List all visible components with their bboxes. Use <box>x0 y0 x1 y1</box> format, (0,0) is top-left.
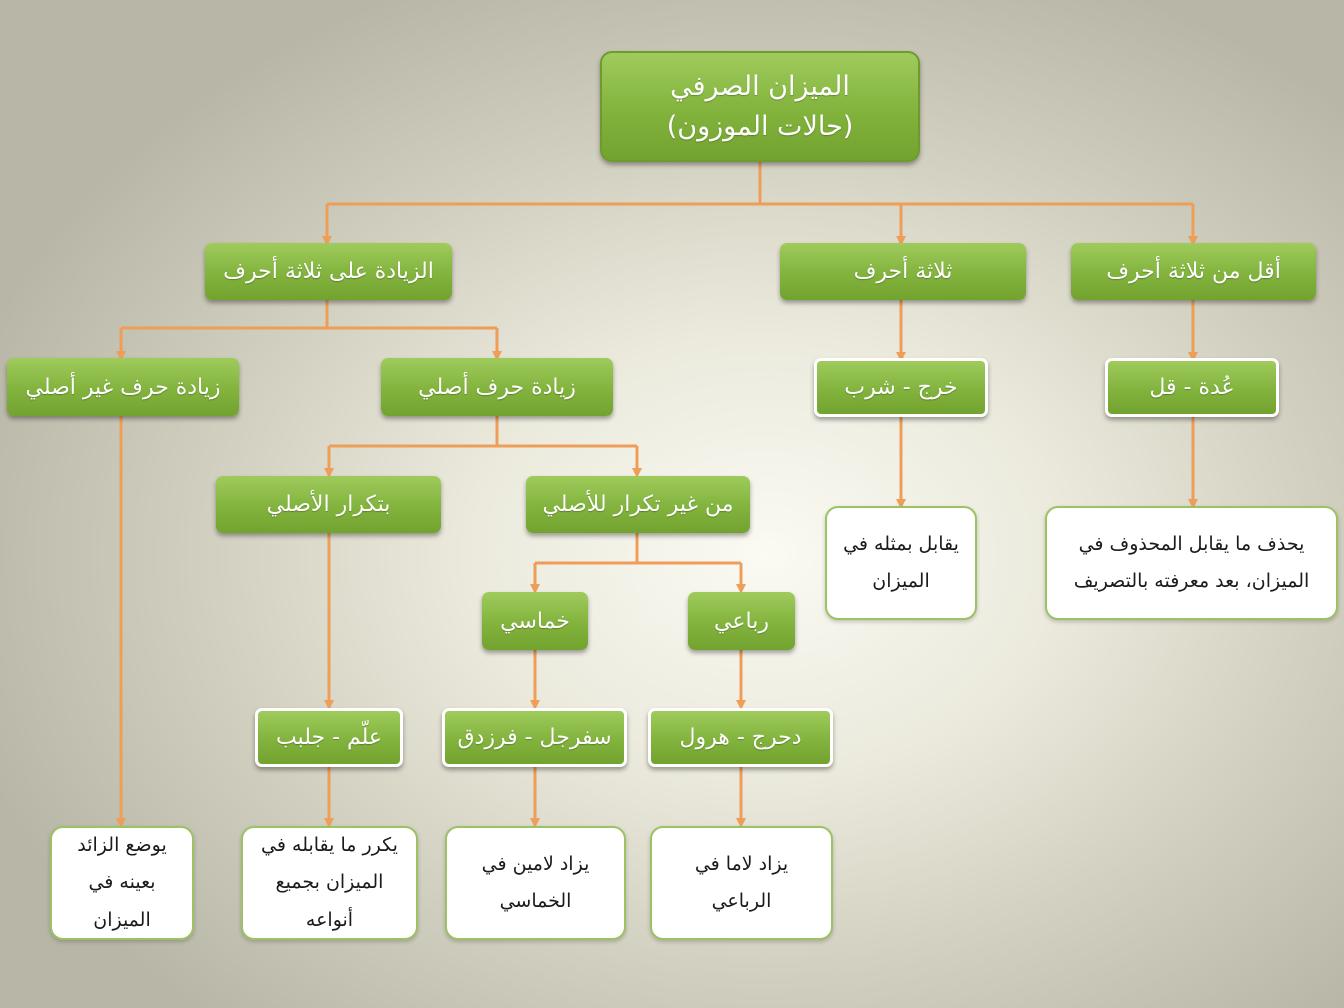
node-repetition-example: علّم - جلبب <box>255 708 403 767</box>
node-quad-example: دحرج - هرول <box>648 708 833 767</box>
node-quin-example-text: سفرجل - فرزدق <box>457 725 612 750</box>
node-with-repetition: بتكرار الأصلي <box>216 476 441 533</box>
node-quad-rule: يزاد لاما في الرباعي <box>650 826 833 940</box>
node-original-letter-label: زيادة حرف أصلي <box>418 374 576 400</box>
node-three-example-text: خرج - شرب <box>844 375 958 400</box>
node-less-example-text: عُدة - قل <box>1149 375 1235 400</box>
node-quad-example-text: دحرج - هرول <box>679 725 802 750</box>
node-quad-rule-text: يزاد لاما في الرباعي <box>694 852 789 912</box>
root-title: الميزان الصرفي <box>670 71 850 103</box>
node-quin-rule: يزاد لامين في الخماسي <box>445 826 626 940</box>
node-three-example: خرج - شرب <box>814 358 988 417</box>
node-quadrilateral: رباعي <box>688 592 795 650</box>
node-quinquelateral-label: خماسي <box>500 608 570 634</box>
node-less-than-three: أقل من ثلاثة أحرف <box>1071 243 1316 300</box>
node-extra-letter-label: زيادة حرف غير أصلي <box>25 374 221 400</box>
node-repetition-rule: يكرر ما يقابله في الميزان بجميع أنواعه <box>241 826 418 940</box>
node-extra-rule: يوضع الزائد بعينه في الميزان <box>50 826 194 940</box>
node-quin-example: سفرجل - فرزدق <box>442 708 627 767</box>
node-quin-rule-text: يزاد لامين في الخماسي <box>481 852 590 912</box>
node-without-repetition-label: من غير تكرار للأصلي <box>542 492 734 517</box>
node-original-letter: زيادة حرف أصلي <box>381 358 613 416</box>
node-quinquelateral: خماسي <box>482 592 588 650</box>
node-with-repetition-label: بتكرار الأصلي <box>266 492 391 517</box>
node-less-example: عُدة - قل <box>1105 358 1279 417</box>
node-extra-letter: زيادة حرف غير أصلي <box>7 358 239 416</box>
node-three-label: ثلاثة أحرف <box>853 259 953 284</box>
node-three-rule: يقابل بمثله في الميزان <box>825 506 977 620</box>
node-less-rule-text: يحذف ما يقابل المحذوف في الميزان، بعد مع… <box>1073 532 1310 592</box>
node-extra-rule-text: يوضع الزائد بعينه في الميزان <box>77 834 167 931</box>
node-three: ثلاثة أحرف <box>780 243 1026 300</box>
node-three-rule-text: يقابل بمثله في الميزان <box>843 532 959 592</box>
node-quadrilateral-label: رباعي <box>714 608 769 634</box>
node-more-than-three-label: الزيادة على ثلاثة أحرف <box>223 259 434 284</box>
node-less-than-three-label: أقل من ثلاثة أحرف <box>1106 259 1281 284</box>
root-subtitle: (حالات الموزون) <box>666 110 854 142</box>
root-node: الميزان الصرفي (حالات الموزون) <box>600 51 920 162</box>
node-less-rule: يحذف ما يقابل المحذوف في الميزان، بعد مع… <box>1045 506 1338 620</box>
node-more-than-three: الزيادة على ثلاثة أحرف <box>205 243 452 300</box>
node-without-repetition: من غير تكرار للأصلي <box>526 476 750 533</box>
node-repetition-rule-text: يكرر ما يقابله في الميزان بجميع أنواعه <box>261 834 398 931</box>
node-repetition-example-text: علّم - جلبب <box>275 725 383 750</box>
